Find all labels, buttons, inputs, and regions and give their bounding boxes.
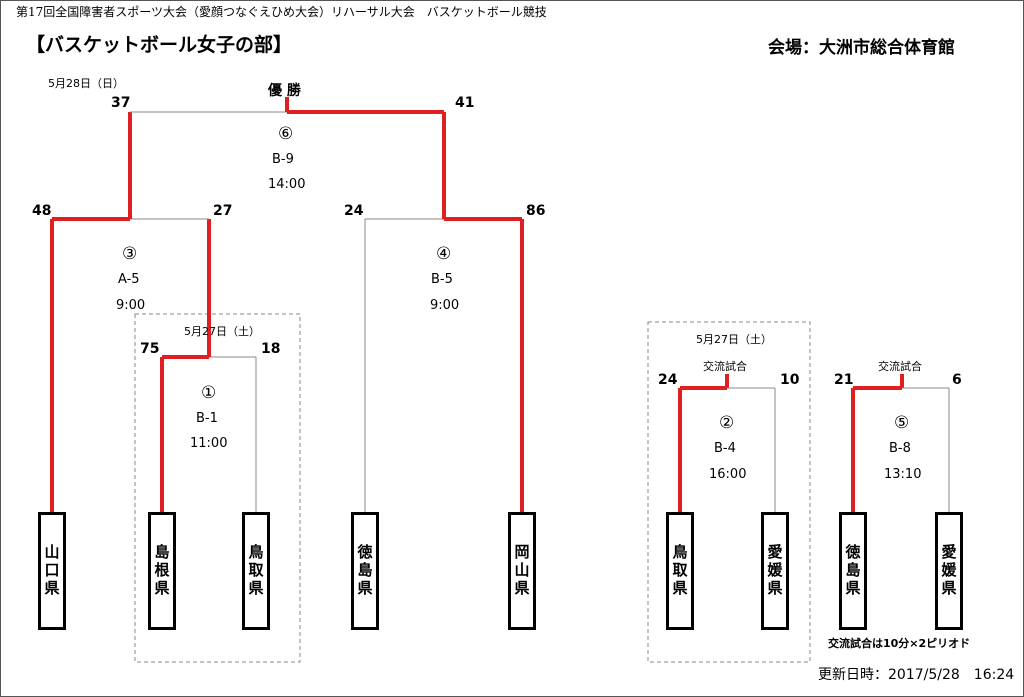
g4-score-right: 86 (526, 203, 546, 219)
g6-score-left: 37 (111, 95, 131, 111)
g2-number: ② (719, 413, 735, 433)
updated-timestamp: 更新日時：2017/5/28 16:24 (818, 667, 1015, 683)
section-title: 【バスケットボール女子の部】 (26, 34, 293, 56)
g5-score-right: 6 (952, 372, 962, 388)
g1-time: 11:00 (190, 436, 228, 451)
g4-number: ④ (436, 244, 452, 264)
g5-score-left: 21 (834, 372, 854, 388)
g5-code: B-8 (889, 441, 911, 456)
team-box-tottori: 鳥取県 (242, 512, 270, 630)
team-box-tokushima: 徳島県 (351, 512, 379, 630)
date-label-27-main: 5月27日（土） (184, 325, 260, 338)
g4-code: B-5 (431, 272, 453, 287)
g2-time: 16:00 (709, 467, 747, 482)
g3-score-right: 27 (213, 203, 233, 219)
g2-score-right: 10 (780, 372, 800, 388)
g6-code: B-9 (272, 152, 294, 167)
g1-score-right: 18 (261, 341, 281, 357)
g1-number: ① (201, 383, 217, 403)
g5-number: ⑤ (894, 413, 910, 433)
team-box-ehime-exchange-1: 愛媛県 (761, 512, 789, 630)
team-box-tottori-exchange: 鳥取県 (666, 512, 694, 630)
final-label: 優 勝 (268, 83, 301, 99)
team-box-tokushima-exchange: 徳島県 (839, 512, 867, 630)
day27-box-exchange (647, 321, 811, 663)
g3-score-left: 48 (32, 203, 52, 219)
day27-box-main (134, 313, 301, 663)
g1-score-left: 75 (140, 341, 160, 357)
g2-code: B-4 (714, 441, 736, 456)
g3-time: 9:00 (116, 298, 146, 313)
team-box-ehime-exchange-2: 愛媛県 (935, 512, 963, 630)
g6-score-right: 41 (455, 95, 475, 111)
g2-score-left: 24 (658, 372, 678, 388)
exchange-note: 交流試合は10分×2ピリオド (828, 637, 971, 650)
venue-label: 会場：大洲市総合体育館 (768, 38, 955, 58)
g1-code: B-1 (196, 411, 218, 426)
g5-exchange-label: 交流試合 (878, 360, 922, 373)
date-label-27-exchange: 5月27日（土） (696, 333, 772, 346)
page-header: 第17回全国障害者スポーツ大会（愛顔つなぐえひめ大会）リハーサル大会 バスケット… (16, 5, 547, 19)
team-box-okayama: 岡山県 (508, 512, 536, 630)
date-label-28: 5月28日（日） (48, 77, 124, 90)
g6-time: 14:00 (268, 177, 306, 192)
g4-time: 9:00 (430, 298, 460, 313)
g5-time: 13:10 (884, 467, 922, 482)
team-box-yamaguchi: 山口県 (38, 512, 66, 630)
g4-score-left: 24 (344, 203, 364, 219)
g6-number: ⑥ (278, 124, 294, 144)
team-box-shimane: 島根県 (148, 512, 176, 630)
g2-exchange-label: 交流試合 (703, 360, 747, 373)
g3-code: A-5 (118, 272, 140, 287)
g3-number: ③ (122, 244, 138, 264)
